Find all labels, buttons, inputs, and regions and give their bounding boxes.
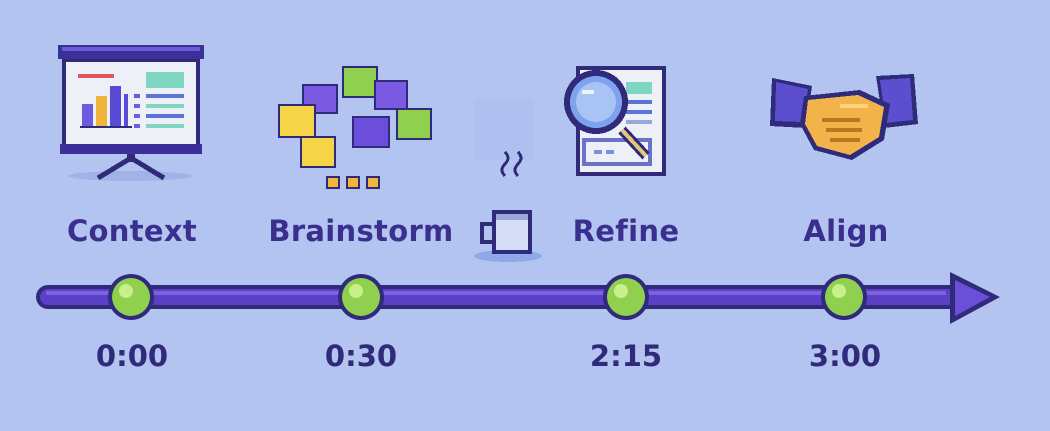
magnifier-document-icon [564,66,666,176]
presentation-board-icon [58,45,204,181]
milestone-dot-refine [603,274,649,320]
time-label-align: 3:00 [808,339,882,373]
stage-label-context: Context [66,214,198,248]
stage-label-align: Align [803,214,889,248]
handshake-icon [770,74,918,160]
time-label-context: 0:00 [95,339,169,373]
milestone-dot-align [821,274,867,320]
stage-label-brainstorm: Brainstorm [268,214,454,248]
timeline-arrow [36,272,1000,324]
milestones [108,274,867,320]
time-label-brainstorm: 0:30 [324,339,398,373]
milestone-dot-brainstorm [338,274,384,320]
stage-label-refine: Refine [572,214,680,248]
coffee-cup-icon [474,100,542,262]
time-label-refine: 2:15 [589,339,663,373]
sticky-notes-icon [278,66,432,189]
milestone-dot-context [108,274,154,320]
